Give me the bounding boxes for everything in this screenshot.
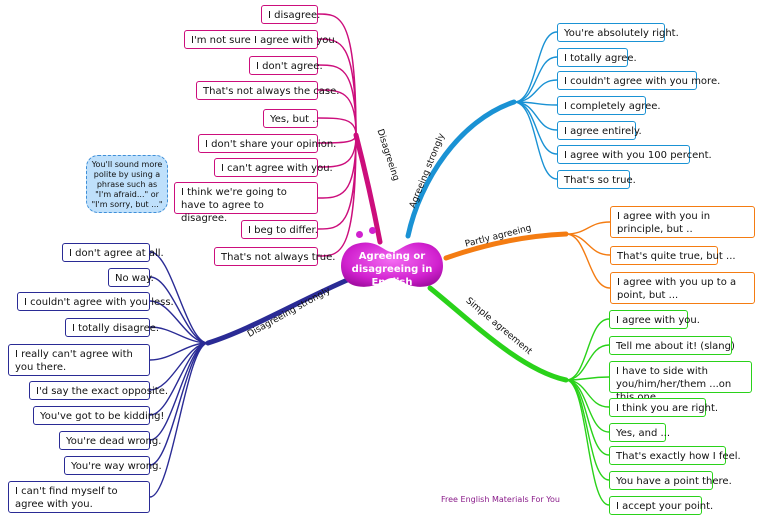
link-agreeing-strongly xyxy=(513,79,558,103)
central-topic-dot-left xyxy=(356,231,363,238)
simple-agreement-item[interactable]: Yes, and ... xyxy=(609,423,670,442)
link-disagreeing xyxy=(317,117,357,136)
disagreeing-strongly-item[interactable]: No way. xyxy=(108,268,154,287)
central-topic[interactable]: Agreeing or disagreeing in English xyxy=(336,238,448,290)
simple-agreement-item[interactable]: Tell me about it! (slang) xyxy=(609,336,735,355)
central-topic-line1: Agreeing or xyxy=(358,251,426,262)
agreeing-strongly-item[interactable]: I couldn't agree with you more. xyxy=(557,71,720,90)
link-disagreeing xyxy=(317,13,357,136)
trunk-partly-agreeing xyxy=(443,231,569,261)
central-topic-line2: disagreeing in English xyxy=(351,264,433,288)
agreeing-strongly-item[interactable]: I completely agree. xyxy=(557,96,661,115)
disagreeing-item[interactable]: That's not always the case. xyxy=(196,81,339,100)
link-simple-agreement xyxy=(565,318,610,381)
simple-agreement-item[interactable]: You have a point there. xyxy=(609,471,732,490)
agreeing-strongly-item[interactable]: I agree entirely. xyxy=(557,121,642,140)
simple-agreement-item[interactable]: I accept your point. xyxy=(609,496,713,515)
disagreeing-strongly-item[interactable]: I really can't agree with you there. xyxy=(8,344,150,376)
disagreeing-strongly-item[interactable]: I can't find myself to agree with you. xyxy=(8,481,150,513)
disagreeing-item[interactable]: I can't agree with you. xyxy=(214,158,333,177)
politeness-note: You'll sound more polite by using a phra… xyxy=(86,155,168,213)
disagreeing-item[interactable]: I disagree. xyxy=(261,5,320,24)
simple-agreement-item[interactable]: I agree with you. xyxy=(609,310,700,329)
link-agreeing-strongly xyxy=(513,31,558,103)
link-partly-agreeing xyxy=(565,233,611,289)
disagreeing-item[interactable]: I don't agree. xyxy=(249,56,323,75)
link-disagreeing xyxy=(317,134,357,257)
disagreeing-strongly-item[interactable]: I'd say the exact opposite. xyxy=(29,381,168,400)
link-simple-agreement xyxy=(565,379,610,506)
disagreeing-item[interactable]: I beg to differ. xyxy=(241,220,318,239)
agreeing-strongly-item[interactable]: That's so true. xyxy=(557,170,636,189)
link-agreeing-strongly xyxy=(513,101,558,180)
link-disagreeing-strongly xyxy=(149,300,209,344)
link-agreeing-strongly xyxy=(513,101,558,155)
disagreeing-item[interactable]: Yes, but .. xyxy=(263,109,319,128)
partly-agreeing-item[interactable]: I agree with you in principle, but .. xyxy=(610,206,755,238)
disagreeing-item[interactable]: I'm not sure I agree with you. xyxy=(184,30,338,49)
trunk-simple-agreement xyxy=(427,285,569,383)
partly-agreeing-item[interactable]: I agree with you up to a point, but ... xyxy=(610,272,755,304)
agreeing-strongly-item[interactable]: I totally agree. xyxy=(557,48,637,67)
link-disagreeing-strongly xyxy=(149,342,209,498)
simple-agreement-item[interactable]: I think you are right. xyxy=(609,398,718,417)
disagreeing-item[interactable]: I don't share your opinion. xyxy=(198,134,336,153)
disagreeing-strongly-item[interactable]: I don't agree at all. xyxy=(62,243,164,262)
disagreeing-item[interactable]: That's not always true. xyxy=(214,247,335,266)
agreeing-strongly-item[interactable]: You're absolutely right. xyxy=(557,23,679,42)
central-blob-shape xyxy=(341,242,443,287)
disagreeing-strongly-item[interactable]: I couldn't agree with you less. xyxy=(17,292,174,311)
trunk-disagreeing-strongly xyxy=(205,275,355,346)
disagreeing-strongly-item[interactable]: You've got to be kidding! xyxy=(33,406,164,425)
disagreeing-strongly-item[interactable]: You're dead wrong. xyxy=(59,431,161,450)
link-disagreeing-strongly xyxy=(149,276,209,344)
link-disagreeing xyxy=(317,64,357,136)
disagreeing-strongly-item[interactable]: You're way wrong. xyxy=(64,456,162,475)
link-simple-agreement xyxy=(565,344,610,381)
simple-agreement-item[interactable]: That's exactly how I feel. xyxy=(609,446,741,465)
link-disagreeing-strongly xyxy=(149,251,209,344)
disagreeing-strongly-item[interactable]: I totally disagree. xyxy=(65,318,159,337)
trunk-agreeing-strongly xyxy=(405,99,517,239)
disagreeing-item[interactable]: I think we're going to have to agree to … xyxy=(174,182,318,224)
partly-agreeing-item[interactable]: That's quite true, but ... xyxy=(610,246,736,265)
link-partly-agreeing xyxy=(565,221,611,235)
link-partly-agreeing xyxy=(565,233,611,256)
link-agreeing-strongly xyxy=(513,56,558,103)
central-topic-dot-right xyxy=(369,227,376,234)
agreeing-strongly-item[interactable]: I agree with you 100 percent. xyxy=(557,145,712,164)
footer-credit: Free English Materials For You xyxy=(441,495,560,504)
link-disagreeing xyxy=(317,89,357,136)
link-disagreeing-strongly xyxy=(149,326,209,344)
trunk-disagreeing xyxy=(353,132,383,245)
simple-agreement-item[interactable]: I have to side with you/him/her/them ...… xyxy=(609,361,752,403)
